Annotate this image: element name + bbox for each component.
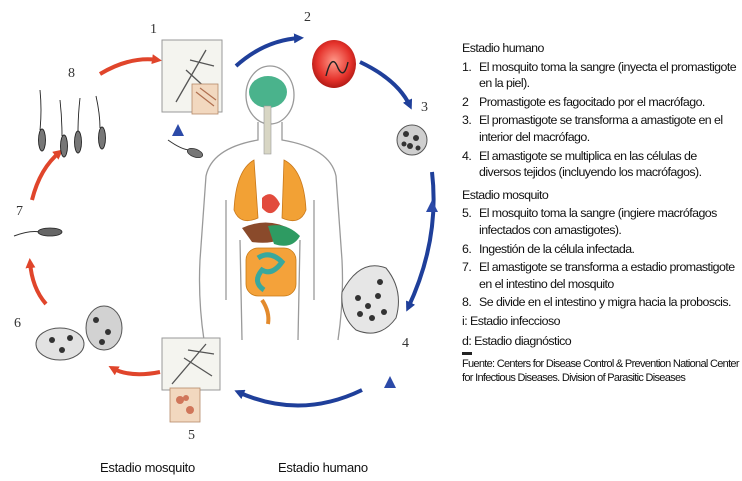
arrow-1-to-2 (236, 38, 300, 66)
stage-3-amastigote-cell (397, 125, 427, 155)
stage-1-mosquito-bite (162, 40, 222, 114)
stage-number-8: 8 (68, 66, 75, 82)
stage-number-1: 1 (150, 22, 157, 38)
stage-number-5: 5 (188, 428, 195, 444)
stage-6-ingested-cells (36, 306, 122, 360)
infective-triangle-icon (172, 124, 184, 136)
list-item: 6.Ingestión de la célula infectada. (462, 241, 740, 258)
stage-number-6: 6 (14, 316, 21, 332)
divider (462, 352, 472, 355)
mosquito-steps-list: 5.El mosquito toma la sangre (ingiere ma… (462, 205, 740, 311)
arrow-7-to-8 (32, 152, 60, 200)
arrow-4-to-5 (238, 390, 362, 406)
human-steps-list: 1.El mosquito toma la sangre (inyecta el… (462, 59, 740, 181)
diagnostic-stage-label: d: Estadio diagnóstico (462, 333, 740, 350)
stage-7-promastigote (14, 228, 62, 236)
list-item: 5.El mosquito toma la sangre (ingiere ma… (462, 205, 740, 238)
stage-number-2: 2 (304, 10, 311, 26)
source-note: Fuente: Centers for Disease Control & Pr… (462, 357, 740, 385)
list-item: 7.El amastigote se transforma a estadio … (462, 259, 740, 292)
stage-number-3: 3 (421, 100, 428, 116)
stage-number-4: 4 (402, 336, 409, 352)
diagnostic-triangle-icon-3 (426, 200, 438, 212)
human-stage-heading: Estadio humano (462, 40, 740, 57)
mosquito-stage-heading: Estadio mosquito (462, 187, 740, 204)
infective-stage-label: i: Estadio infeccioso (462, 313, 740, 330)
stage-4-infected-tissue (342, 266, 399, 333)
arrow-6-to-7 (30, 262, 46, 304)
stage-8-dividing-promastigotes (39, 90, 106, 157)
arrow-8-to-1 (100, 59, 158, 74)
arrow-3-to-4 (408, 172, 434, 308)
list-item: 3.El promastigote se transforma a amasti… (462, 112, 740, 145)
list-item: 8.Se divide en el intestino y migra haci… (462, 294, 740, 311)
stage-2-macrophage (312, 40, 356, 88)
organs-icon (234, 76, 306, 324)
stage-number-7: 7 (16, 204, 23, 220)
diagnostic-triangle-icon-4 (384, 376, 396, 388)
list-item: 4.El amastigote se multiplica en las cél… (462, 148, 740, 181)
arrow-5-to-6 (112, 368, 160, 374)
caption-mosquito-stage: Estadio mosquito (100, 460, 195, 475)
caption-human-stage: Estadio humano (278, 460, 368, 475)
stage-5-mosquito-blood-meal (162, 338, 220, 422)
list-item: 1.El mosquito toma la sangre (inyecta el… (462, 59, 740, 92)
arrow-2-to-3 (360, 62, 410, 106)
promastigote-icon (168, 140, 204, 159)
legend-panel: Estadio humano 1.El mosquito toma la san… (462, 40, 740, 385)
